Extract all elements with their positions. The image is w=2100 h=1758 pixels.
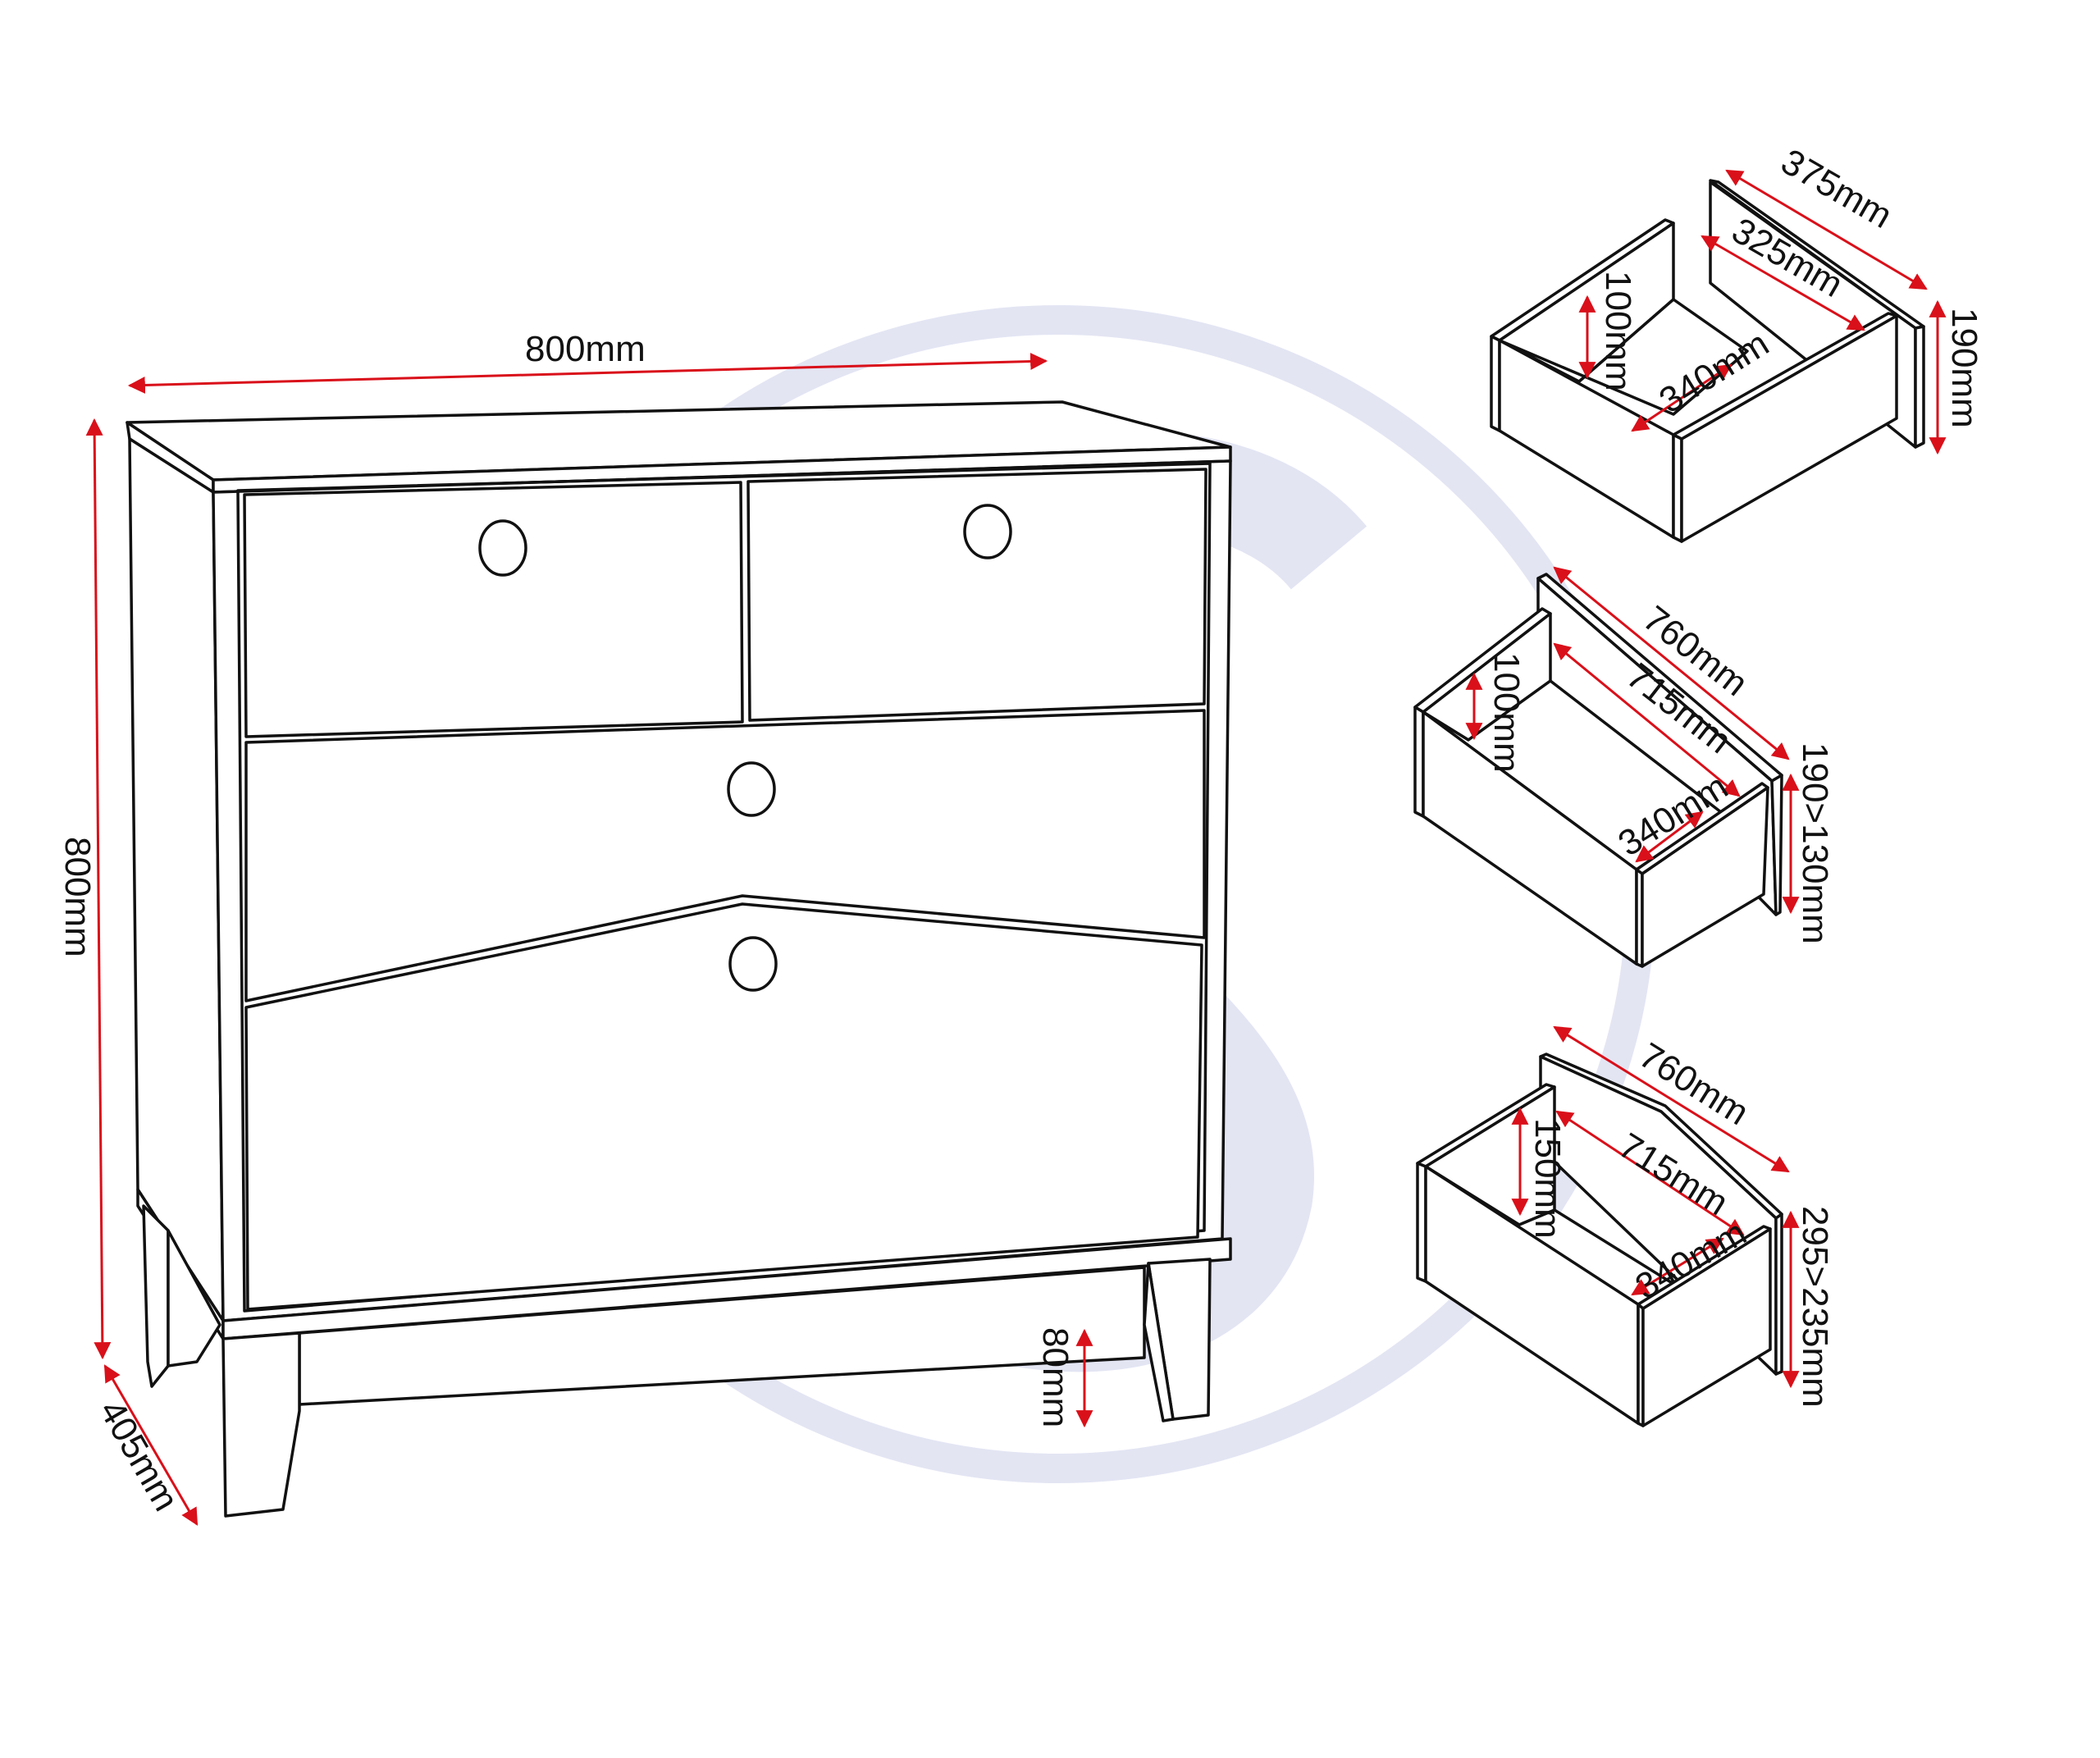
small-drawer-outer-depth-label: 375mm bbox=[1774, 141, 1899, 236]
small-drawer-inner-height-label: 100mm bbox=[1598, 271, 1638, 391]
drawer-front-top-right bbox=[746, 468, 1208, 722]
drawer-front-middle bbox=[244, 709, 1206, 1002]
bottom-drawer-front-height-label: 295>235mm bbox=[1795, 1206, 1835, 1408]
chest-drawing bbox=[126, 400, 1232, 1518]
knob-icon bbox=[727, 761, 776, 817]
height-dimension-arrow bbox=[85, 418, 112, 1360]
chest-height-label: 800mm bbox=[57, 837, 98, 957]
chest-depth-label: 405mm bbox=[91, 1394, 186, 1518]
middle-drawer-front-height-label: 190>130mm bbox=[1795, 742, 1835, 944]
knob-icon bbox=[478, 519, 527, 577]
drawer-front-bottom bbox=[244, 902, 1203, 1311]
chest-width-label: 800mm bbox=[525, 329, 646, 369]
leg-clearance-label: 80mm bbox=[1035, 1327, 1075, 1427]
bottom-drawer-inner-height-label: 150mm bbox=[1527, 1118, 1568, 1239]
knob-icon bbox=[963, 504, 1012, 559]
drawer-front-top-left bbox=[243, 481, 744, 738]
width-dimension-arrow bbox=[127, 353, 1048, 394]
middle-drawer-inner-height-label: 100mm bbox=[1486, 652, 1527, 773]
small-drawer-front-height-label: 190mm bbox=[1944, 308, 1984, 428]
middle-drawer-drawing bbox=[1413, 573, 1783, 968]
depth-dimension-arrow bbox=[103, 1364, 199, 1526]
knob-icon bbox=[728, 936, 778, 992]
